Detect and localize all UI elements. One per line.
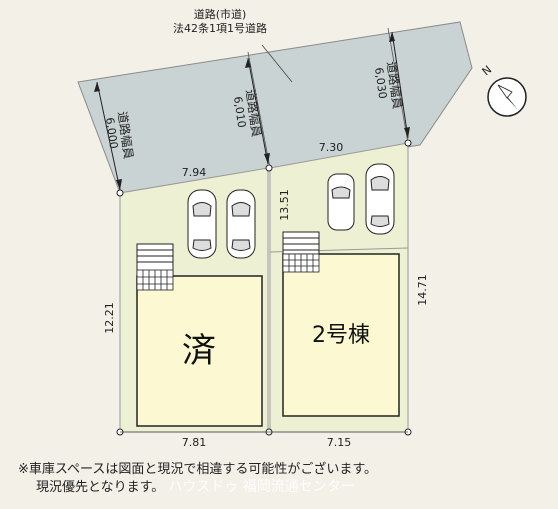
road-width-arrowheads (94, 32, 410, 190)
road-width-label-1: 道路幅員 (115, 110, 137, 160)
entrance-grid-2 (282, 253, 320, 273)
car-icon (226, 189, 256, 259)
dim-lot1-left: 12.21 (103, 302, 116, 334)
dim-lot1-front: 7.94 (182, 166, 207, 179)
road-leader-line (261, 44, 293, 83)
car-icon (365, 163, 395, 235)
road-title-line1: 道路(市道) (193, 8, 247, 21)
dim-lot2-front: 7.30 (319, 141, 344, 154)
road-title: 道路(市道) 法42条1項1号道路 (150, 8, 290, 36)
road-width-value-2: 6,010 (231, 96, 248, 129)
car-icon (187, 189, 217, 259)
road-width-label-3: 道路幅員 (384, 60, 406, 110)
entrance-grid-1 (136, 269, 174, 291)
road-width-arrow (96, 31, 409, 191)
note-line2-text: 現況優先となります。 (36, 480, 165, 495)
building-1 (136, 275, 263, 427)
dim-lot2-upper-left: 13.51 (278, 189, 291, 221)
dim-lot1-bottom: 7.81 (182, 436, 207, 449)
entrance-stairs-2 (282, 231, 320, 255)
road-title-line2: 法42条1項1号道路 (173, 22, 267, 35)
road-width-label-2: 道路幅員 (243, 88, 265, 138)
dim-lot2-right: 14.71 (416, 274, 429, 306)
building-2 (282, 253, 400, 417)
car-icon (327, 173, 355, 231)
note-line1: ※車庫スペースは図面と現況で相違する可能性がございます。 (18, 462, 378, 477)
compass-north-label: N (480, 63, 495, 78)
road-width-value-3: 6,030 (372, 67, 389, 100)
note-line2: 現況優先となります。ハウスドゥ 福岡流通センター (36, 479, 355, 496)
road-divider (247, 51, 271, 169)
lot-1-label: 済 (182, 331, 216, 371)
road-width-value-1: 6,000 (103, 117, 120, 150)
watermark: ハウスドゥ 福岡流通センター (168, 479, 355, 495)
compass-icon: N (480, 63, 527, 117)
dim-lot2-bottom: 7.15 (327, 436, 352, 449)
lot-2-label: 2号棟 (312, 323, 370, 348)
road-divider (387, 27, 409, 144)
